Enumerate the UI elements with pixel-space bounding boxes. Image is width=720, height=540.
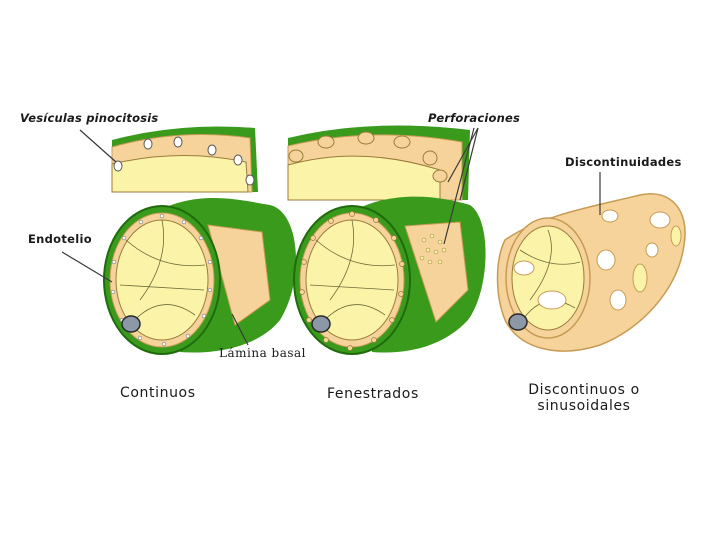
caption-continuos: Continuos [120,385,196,401]
leader-lines [61,127,601,346]
continuous-zoom-detail [111,126,258,193]
fenestrated-zoom-detail [287,125,470,201]
discontinuous-capillary [496,193,686,352]
nucleus [311,315,331,333]
nucleus [508,313,528,331]
caption-discontinuos-line1: Discontinuos o [528,382,640,398]
fenestrated-capillary [287,125,486,355]
label-endotelio: Endotelio [28,232,92,246]
label-perforaciones: Perforaciones [428,111,521,125]
label-lamina-basal: Lámina basal [219,346,307,360]
caption-discontinuos-line2: sinusoidales [537,398,631,414]
label-discontinuidades: Discontinuidades [565,155,682,169]
nucleus [121,315,141,333]
caption-fenestrados: Fenestrados [327,386,419,402]
continuous-capillary [103,126,297,355]
label-vesiculas-pinocitosis: Vesículas pinocitosis [20,111,159,125]
